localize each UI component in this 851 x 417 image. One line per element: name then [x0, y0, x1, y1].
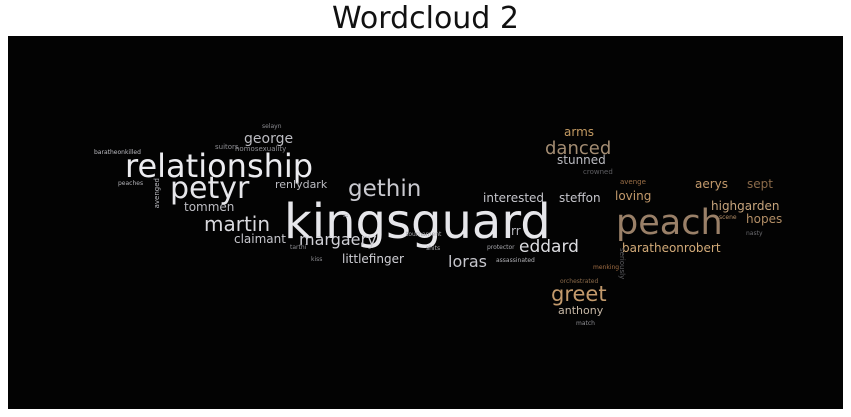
word-scene: scene — [719, 214, 737, 221]
word-petyr: petyr — [170, 171, 250, 206]
wordcloud-canvas: kingsguard peach relationship petyr geth… — [8, 36, 843, 409]
word-crowned: crowned — [583, 168, 613, 176]
word-menking: menking — [593, 264, 620, 271]
word-avenged: avenged — [153, 178, 161, 209]
word-george: george — [244, 131, 294, 147]
word-baratheonrobert: baratheonrobert — [622, 241, 721, 255]
word-suitors: suitors — [215, 143, 239, 151]
word-littlefinger: littlefinger — [342, 252, 404, 266]
word-hopes: hopes — [746, 212, 783, 226]
word-loving: loving — [615, 189, 652, 203]
word-nasty: nasty — [746, 230, 763, 237]
word-selayn: selayn — [262, 123, 282, 130]
word-homosexuality: homosexuality — [235, 145, 287, 153]
chart-title: Wordcloud 2 — [332, 1, 519, 36]
word-anthony: anthony — [558, 304, 604, 317]
word-tarthi: tarthi — [290, 244, 307, 251]
word-seriously: seriously — [618, 248, 626, 280]
word-margaery: margaery — [299, 230, 377, 249]
word-relationship: relationship — [125, 147, 314, 185]
word-tommen: tommen — [184, 200, 235, 214]
word-tournament: tournament — [406, 231, 442, 238]
word-aerys: aerys — [695, 177, 729, 191]
word-protector: protector — [487, 244, 515, 251]
word-gethin: gethin — [348, 176, 422, 202]
word-il: il — [341, 214, 348, 218]
word-match: match — [576, 320, 595, 327]
word-kingsguard: kingsguard — [284, 194, 551, 250]
word-steffon: steffon — [559, 191, 601, 205]
word-avenge: avenge — [620, 178, 646, 186]
word-interested: interested — [483, 191, 545, 205]
word-stunned: stunned — [557, 153, 606, 167]
word-arms: arms — [564, 125, 595, 139]
word-loras: loras — [448, 252, 487, 271]
word-orchestrated: orchestrated — [560, 278, 599, 285]
word-rr: rr — [511, 224, 521, 238]
word-assassinated: assassinated — [496, 257, 535, 264]
word-renlydark: renlydark — [275, 178, 328, 191]
word-martin: martin — [204, 212, 271, 236]
word-eddard: eddard — [519, 237, 579, 257]
word-baratheonkilled: baratheonkilled — [94, 149, 141, 156]
word-highgarden: highgarden — [711, 199, 780, 213]
word-danced: danced — [545, 138, 612, 159]
word-claimant: claimant — [234, 232, 286, 246]
word-kiss: kiss — [311, 256, 323, 263]
word-peaches: peaches — [118, 180, 144, 187]
word-sept: sept — [747, 177, 773, 191]
word-greet: greet — [551, 282, 607, 306]
word-peach: peach — [616, 203, 723, 243]
word-shits: shits — [426, 245, 441, 252]
